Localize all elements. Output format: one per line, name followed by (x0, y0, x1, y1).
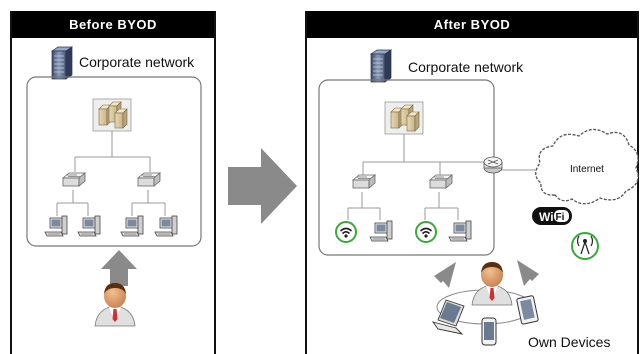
server-cluster-icon (92, 98, 132, 132)
desktop-computer-icon (77, 215, 101, 237)
before-network-label: Corporate network (79, 54, 195, 70)
desktop-computer-icon (154, 215, 178, 237)
server-rack-icon (370, 49, 392, 83)
person-icon (94, 282, 136, 327)
after-network-label: Corporate network (408, 59, 524, 75)
tablet-icon (516, 295, 539, 325)
desktop-computer-icon (369, 220, 393, 242)
internet-label: Internet (570, 164, 604, 175)
switch-icon (62, 172, 86, 187)
antenna-icon (571, 232, 599, 260)
switch-icon (352, 174, 376, 189)
desktop-computer-icon (120, 215, 144, 237)
cloud-icon (535, 128, 639, 205)
server-rack-icon (51, 46, 73, 80)
server-cluster-icon (384, 101, 424, 135)
after-byod-panel: After BYOD (305, 11, 639, 354)
wifi-badge-fi: Fi (556, 212, 565, 223)
desktop-computer-icon (448, 220, 472, 242)
router-icon (483, 156, 503, 174)
wifi-access-point-icon (415, 221, 437, 243)
switch-icon (429, 174, 453, 189)
access-arrow-icon (101, 250, 137, 286)
own-devices-label: Own Devices (528, 334, 611, 350)
switch-icon (137, 172, 161, 187)
before-byod-title: Before BYOD (12, 11, 214, 38)
wifi-badge-wi: Wi (539, 210, 554, 224)
upward-arrow-icon (424, 262, 456, 300)
wifi-access-point-icon (335, 221, 357, 243)
network-links (56, 131, 166, 216)
desktop-computer-icon (44, 215, 68, 237)
upward-arrow-icon (517, 260, 549, 298)
after-byod-title: After BYOD (307, 11, 637, 38)
wifi-badge-icon: Wi Fi (532, 207, 572, 225)
transition-arrow-icon (228, 148, 297, 224)
laptop-icon (431, 299, 465, 335)
person-icon (471, 261, 513, 306)
corporate-network-boundary (26, 76, 202, 247)
before-byod-panel: Before BYOD (10, 11, 216, 354)
phone-icon (481, 317, 497, 346)
